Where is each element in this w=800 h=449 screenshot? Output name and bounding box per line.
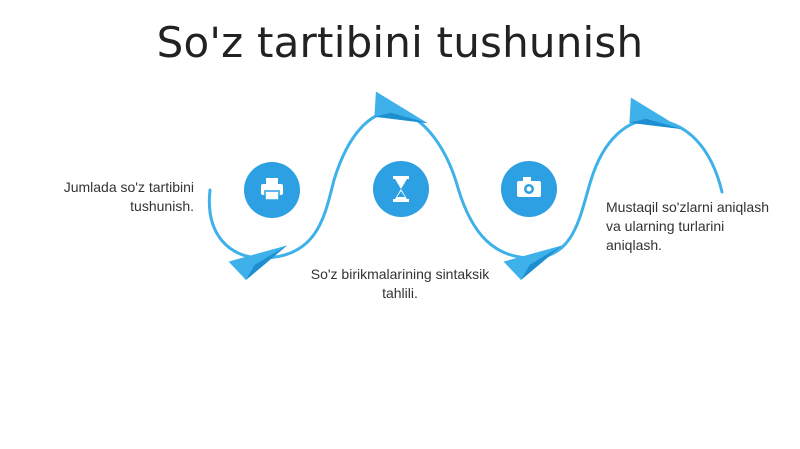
- step-3-icon-circle: [501, 161, 557, 217]
- hourglass-icon: [393, 176, 409, 202]
- paper-plane-icon: [503, 245, 563, 280]
- step-1-label: Jumlada so'z tartibini tushunish.: [63, 179, 194, 214]
- flow-path: [207, 110, 724, 260]
- printer-icon: [261, 178, 283, 201]
- camera-icon: [517, 177, 541, 197]
- paper-plane-icon: [374, 91, 428, 124]
- paper-plane-icon: [629, 97, 683, 130]
- page-title: So'z tartibini tushunish: [156, 18, 644, 67]
- paper-plane-icon: [228, 245, 288, 280]
- step-1-icon-circle: [244, 162, 300, 218]
- step-2-icon-circle: [373, 161, 429, 217]
- step-2-label: So'z birikmalarining sintaksik tahlili.: [310, 266, 490, 301]
- step-3-label: Mustaqil so'zlarni aniqlash va ularning …: [606, 199, 769, 253]
